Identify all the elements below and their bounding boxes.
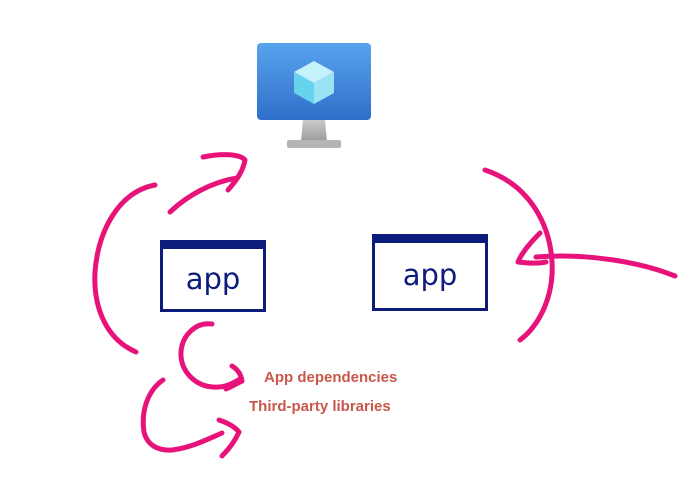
- library-loop-arrow: [140, 377, 242, 459]
- app-label-left: app: [185, 261, 241, 296]
- incoming-arrow-line: [533, 253, 678, 279]
- right-bracket-stroke: [482, 167, 555, 343]
- monitor-base: [287, 140, 341, 148]
- virtual-machine-monitor-icon: [257, 43, 371, 148]
- third-party-libraries-label: Third-party libraries: [249, 398, 391, 415]
- left-arc-stroke: [92, 182, 158, 355]
- arrow-to-vm-shaft: [167, 175, 240, 215]
- app-label-right: app: [402, 258, 458, 292]
- app-window-right: app: [372, 234, 488, 311]
- dependency-loop-arrow: [178, 321, 245, 392]
- cube-icon: [294, 61, 334, 104]
- app-window-left: app: [160, 240, 266, 312]
- monitor-stand: [301, 120, 327, 141]
- arrow-to-vm-head: [200, 152, 248, 193]
- incoming-arrow-head: [515, 230, 549, 266]
- app-dependencies-label: App dependencies: [264, 369, 398, 386]
